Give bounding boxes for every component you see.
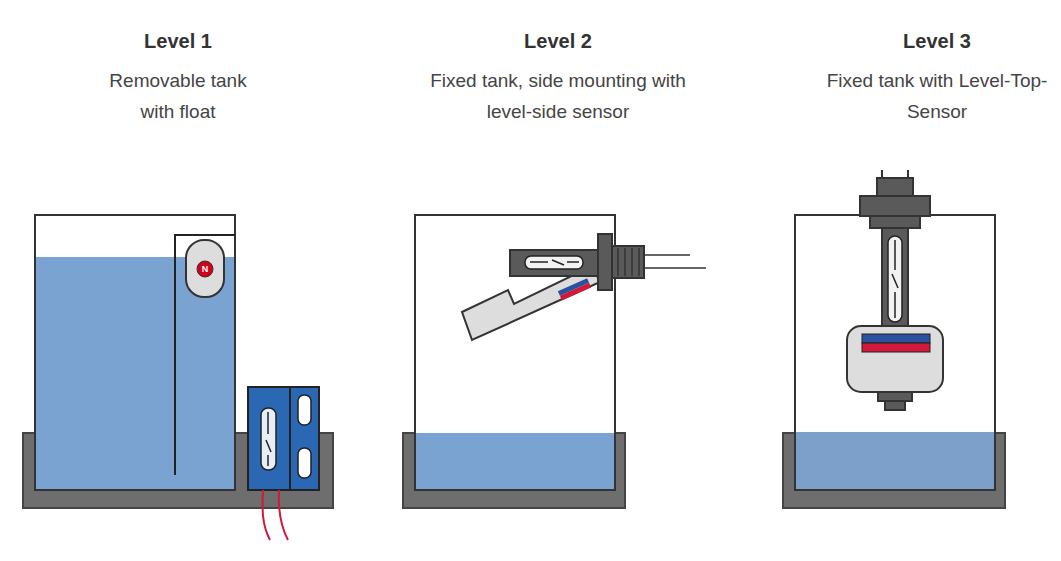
reed-contact xyxy=(567,261,579,263)
tank xyxy=(795,215,995,490)
magnet xyxy=(862,334,930,343)
level-description: Fixed tank, side mounting with level-sid… xyxy=(427,65,689,127)
stop-ring xyxy=(885,401,905,410)
magnet xyxy=(197,261,213,277)
wire xyxy=(263,490,270,540)
reed-contact xyxy=(892,274,898,288)
sensor-stem xyxy=(510,250,600,276)
float-arm xyxy=(462,266,600,340)
level2-figure xyxy=(403,215,706,508)
level-heading: Level 1 xyxy=(78,28,278,54)
mount-slot xyxy=(298,448,311,478)
sensor-flange xyxy=(598,234,612,290)
sensor-body xyxy=(248,387,290,490)
tank xyxy=(415,215,615,490)
reed-contact xyxy=(266,440,271,452)
float xyxy=(847,326,943,392)
nut-ribs xyxy=(618,248,639,276)
nut-rib xyxy=(617,248,619,276)
reed-contact xyxy=(530,261,548,263)
level1-figure xyxy=(23,215,333,540)
sensor-flange xyxy=(290,387,319,490)
wire xyxy=(644,254,690,256)
level-heading: Level 2 xyxy=(458,28,658,54)
nut-rib xyxy=(631,248,633,276)
float xyxy=(186,240,224,297)
magnet-pole: N xyxy=(197,262,213,276)
nut-rib xyxy=(638,248,640,276)
reed-glass xyxy=(261,408,276,470)
reed-glass xyxy=(888,236,902,322)
reed-contact xyxy=(894,292,896,318)
water xyxy=(416,433,614,489)
tank xyxy=(35,215,235,490)
level-description: Fixed tank with Level-Top-Sensor xyxy=(817,65,1057,127)
reed-contact xyxy=(894,240,896,270)
magnet xyxy=(862,343,930,352)
stop-ring xyxy=(878,392,912,401)
wire xyxy=(644,267,706,269)
sensor-head xyxy=(860,196,930,216)
sensor-stem xyxy=(882,228,908,330)
level-description: Removable tank with float xyxy=(92,65,264,127)
nut-rib xyxy=(624,248,626,276)
reed-contact xyxy=(267,455,269,466)
mount-slot xyxy=(298,395,311,425)
water xyxy=(796,432,994,489)
connector xyxy=(877,178,913,197)
wire xyxy=(279,490,288,540)
float-guide xyxy=(175,235,235,475)
level-heading: Level 3 xyxy=(837,28,1037,54)
magnet xyxy=(558,278,591,300)
tray xyxy=(783,433,1005,508)
reed-glass xyxy=(525,256,583,269)
sensor-thread xyxy=(870,216,920,228)
sensor-nut xyxy=(612,246,644,278)
reed-contact xyxy=(552,260,564,265)
level3-figure xyxy=(783,170,1005,508)
tray xyxy=(403,433,625,508)
reed-contact xyxy=(267,412,269,434)
